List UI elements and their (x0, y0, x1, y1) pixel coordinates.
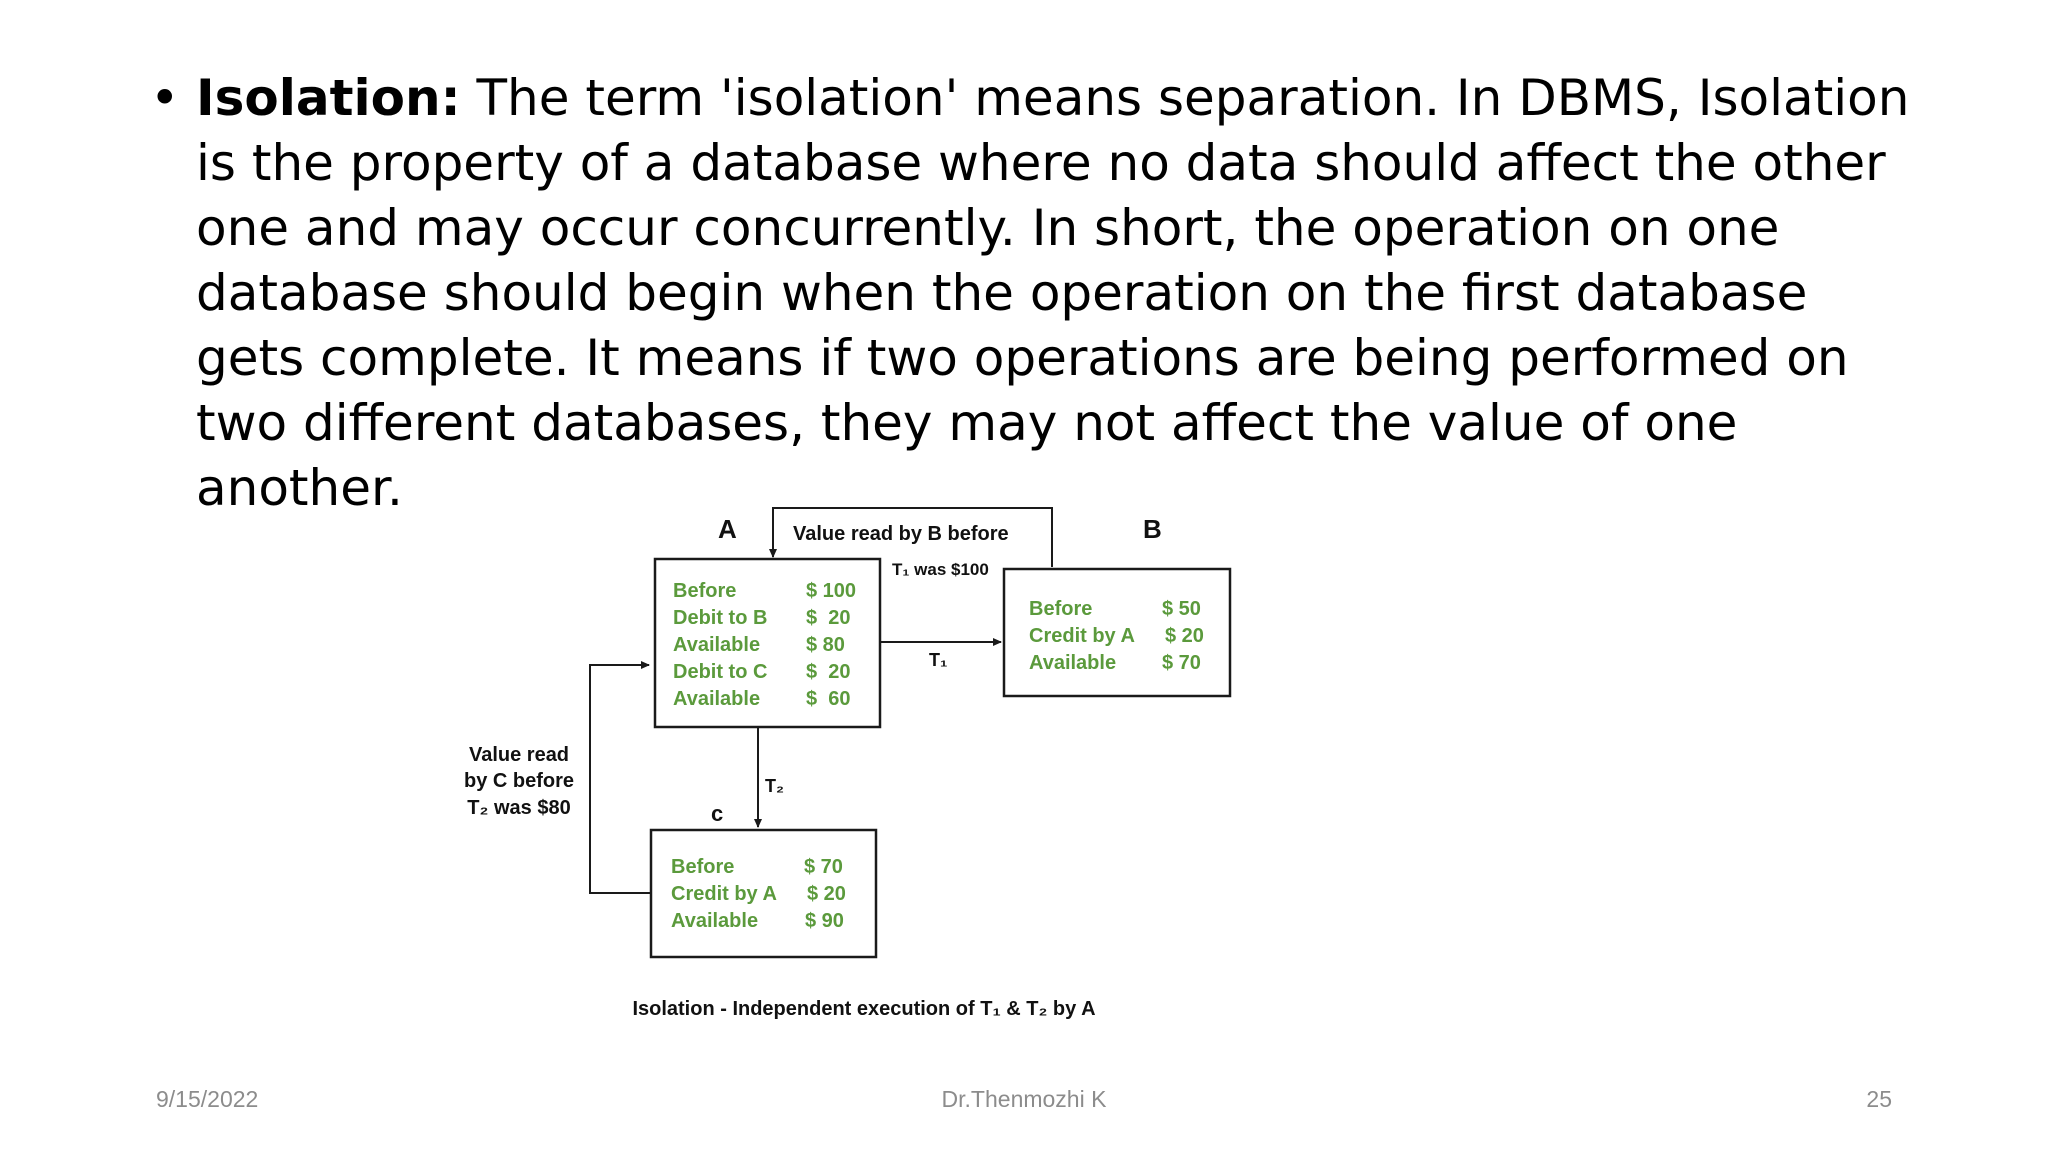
node-c-row-value: $ 70 (804, 856, 843, 878)
node-a-rows: Before $ 100 Debit to B $ 20 Available $… (673, 580, 856, 710)
diagram-caption: Isolation - Independent execution of T₁ … (632, 998, 1095, 1020)
node-c-row-value: $ 20 (807, 883, 846, 905)
footer-author: Dr.Thenmozhi K (941, 1086, 1107, 1112)
node-a-box (653, 557, 882, 729)
node-a-label: A (718, 514, 737, 544)
note-left-line2: by C before (464, 770, 574, 792)
term-heading: Isolation: (196, 69, 461, 127)
node-a-row-value: $ 80 (806, 634, 845, 656)
node-b-row-value: $ 50 (1162, 598, 1201, 620)
node-b-row-label: Credit by A (1029, 625, 1135, 647)
node-a-row-label: Available (673, 688, 760, 710)
node-a-row-value: $ 20 (806, 607, 850, 629)
node-b-box (1002, 567, 1232, 698)
node-c-rows: Before $ 70 Credit by A $ 20 Available $… (671, 856, 846, 932)
node-b-row-label: Before (1029, 598, 1092, 620)
node-a-row-label: Debit to C (673, 661, 767, 683)
edge-t1-label: T₁ (929, 650, 947, 670)
node-c-row-value: $ 90 (805, 910, 844, 932)
node-a-row-value: $ 100 (806, 580, 856, 602)
node-c-row-label: Available (671, 910, 758, 932)
node-a-row-value: $ 60 (806, 688, 850, 710)
term-definition: The term 'isolation' means separation. I… (196, 69, 1910, 517)
slide-body: • Isolation: The term 'isolation' means … (150, 66, 1920, 521)
node-a-row-value: $ 20 (806, 661, 850, 683)
note-top-line2: T₁ was $100 (892, 560, 989, 579)
edge-t2-label: T₂ (765, 776, 784, 796)
bullet-isolation: • Isolation: The term 'isolation' means … (150, 66, 1920, 521)
connector-b-to-a (769, 507, 1053, 567)
note-left-line3: T₂ was $80 (467, 797, 570, 819)
node-c-row-label: Before (671, 856, 734, 878)
node-c-label: c (711, 801, 723, 826)
node-c-box (649, 828, 878, 959)
note-top-line1: Value read by B before (793, 523, 1009, 545)
footer-page-number: 25 (1866, 1086, 1892, 1112)
node-a-row-label: Debit to B (673, 607, 767, 629)
node-b-row-value: $ 20 (1165, 625, 1204, 647)
footer-date: 9/15/2022 (156, 1086, 259, 1112)
node-a-row-label: Available (673, 634, 760, 656)
node-b-label: B (1143, 514, 1162, 544)
note-left-line1: Value read (469, 744, 569, 766)
node-b-rows: Before $ 50 Credit by A $ 20 Available $… (1029, 598, 1204, 674)
node-a-row-label: Before (673, 580, 736, 602)
bullet-marker: • (150, 69, 180, 127)
node-b-row-value: $ 70 (1162, 652, 1201, 674)
node-c-row-label: Credit by A (671, 883, 777, 905)
node-b-row-label: Available (1029, 652, 1116, 674)
connector-c-to-a (589, 661, 651, 894)
